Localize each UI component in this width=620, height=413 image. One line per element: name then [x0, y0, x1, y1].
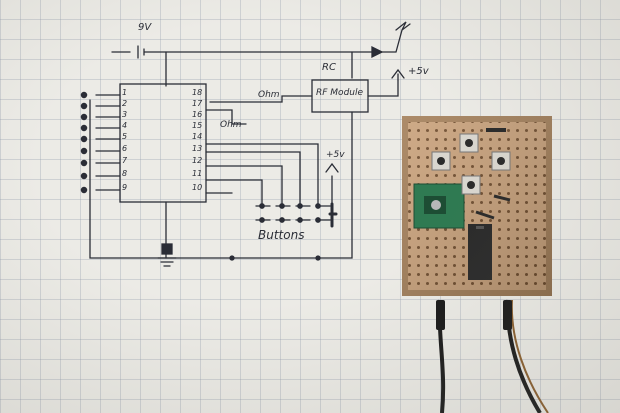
pin-number: 15	[192, 121, 203, 130]
battery-symbol	[111, 45, 373, 59]
pin-number: 10	[192, 183, 203, 192]
red-wire	[510, 299, 549, 413]
encoder-ic	[119, 83, 207, 203]
pin-number: 9	[122, 183, 128, 192]
pin-number: 7	[122, 156, 128, 165]
pin-number: 14	[192, 132, 203, 141]
pin-number: 8	[122, 169, 128, 178]
rf-module-label: RF Module	[316, 88, 364, 98]
resistor-side-label: Ohm	[220, 120, 242, 130]
pin-number: 17	[192, 99, 203, 108]
ground-symbol	[157, 257, 177, 267]
resistor-top-label: Ohm	[258, 90, 280, 100]
pin-number: 6	[122, 144, 128, 153]
pin-number: 18	[192, 88, 203, 97]
pin-number: 12	[192, 156, 203, 165]
pin-number: 11	[192, 169, 203, 178]
encoder-chip	[468, 224, 492, 280]
pin-number: 5	[122, 132, 128, 141]
diode-symbol	[371, 45, 384, 59]
rf-module-can	[431, 200, 441, 210]
antenna-lead	[381, 29, 403, 53]
battery-label: 9V	[138, 22, 152, 33]
wire-connector	[436, 300, 445, 330]
plus-5v-top-label: +5v	[408, 66, 429, 77]
pin-number: 13	[192, 144, 203, 153]
pin-number: 3	[122, 110, 128, 119]
wire-connector-2	[503, 300, 512, 330]
plus-5v-side-label: +5v	[326, 150, 345, 160]
regulator-label: RC	[322, 62, 336, 73]
ic-left-pin-dots	[80, 91, 88, 194]
pin-number: 16	[192, 110, 203, 119]
tactile-buttons	[431, 133, 511, 195]
ic-left-pins	[95, 94, 121, 191]
pin-number: 2	[122, 99, 128, 108]
pin-number: 4	[122, 121, 128, 130]
buttons-label: Buttons	[258, 228, 305, 242]
pin-number: 1	[122, 88, 128, 97]
